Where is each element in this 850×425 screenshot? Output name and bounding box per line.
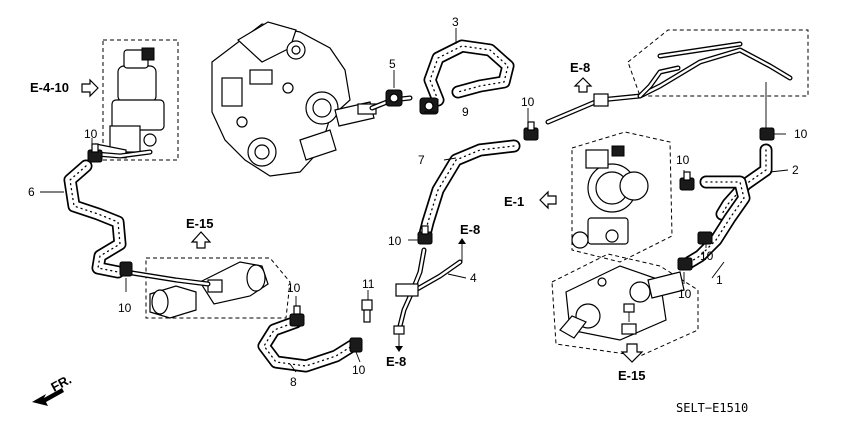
hose-clamp bbox=[119, 261, 133, 277]
hose-clamp bbox=[697, 231, 713, 245]
label-part-7: 7 bbox=[418, 153, 425, 167]
diagram-code: SELT−E1510 bbox=[676, 401, 748, 415]
clamp-5 bbox=[385, 89, 403, 107]
ref-e15-right: E-15 bbox=[618, 368, 645, 383]
ref-e4-10: E-4-10 bbox=[30, 80, 69, 95]
label-part-2: 2 bbox=[792, 163, 799, 177]
label-part-10: 10 bbox=[287, 281, 301, 295]
water-pipe-4 bbox=[395, 247, 463, 329]
label-part-6: 6 bbox=[28, 185, 35, 199]
front-arrow bbox=[32, 388, 64, 406]
outlet-pipe bbox=[123, 269, 211, 287]
arrow-down-e8-bottom bbox=[395, 336, 403, 352]
label-part-3: 3 bbox=[452, 15, 459, 29]
hose-clamp bbox=[87, 143, 103, 163]
hose-clamp bbox=[417, 225, 433, 245]
ref-e8-bottom: E-8 bbox=[386, 354, 406, 369]
label-part-10: 10 bbox=[84, 127, 98, 141]
bolt-11 bbox=[361, 299, 373, 323]
hose-clamp bbox=[679, 171, 695, 191]
hose-7 bbox=[417, 139, 521, 245]
label-part-10: 10 bbox=[388, 234, 402, 248]
arrow-up-e15-left bbox=[190, 231, 212, 249]
egr-valve-assembly bbox=[95, 39, 179, 161]
leader-lines bbox=[40, 28, 789, 373]
engine-head-assembly bbox=[211, 21, 377, 177]
clamp-9 bbox=[419, 97, 439, 115]
bypass-pipe-assembly bbox=[545, 29, 809, 128]
water-outlet-assembly bbox=[145, 257, 291, 319]
label-part-9: 9 bbox=[462, 105, 469, 119]
arrow-up-e8-mid bbox=[458, 238, 466, 262]
hose-3 bbox=[423, 39, 515, 107]
front-marker-label: FR. bbox=[48, 372, 74, 395]
hose-6 bbox=[63, 159, 127, 279]
label-part-11: 11 bbox=[362, 277, 375, 291]
label-part-10: 10 bbox=[678, 287, 692, 301]
label-part-4: 4 bbox=[470, 271, 477, 285]
label-part-10: 10 bbox=[676, 153, 690, 167]
ref-e1: E-1 bbox=[504, 194, 524, 209]
label-part-10: 10 bbox=[794, 127, 808, 141]
label-part-10: 10 bbox=[700, 249, 714, 263]
ref-e8-mid: E-8 bbox=[460, 222, 480, 237]
egr-pipe bbox=[93, 149, 153, 159]
label-part-10: 10 bbox=[521, 95, 535, 109]
hose-clamp bbox=[289, 305, 305, 327]
hose-clamp bbox=[523, 121, 539, 141]
label-part-10: 10 bbox=[118, 301, 132, 315]
hose-clamp bbox=[677, 257, 693, 271]
thermostat-housing-assembly bbox=[551, 253, 699, 357]
arrow-up-e8-top bbox=[573, 77, 593, 93]
label-part-10: 10 bbox=[352, 363, 366, 377]
arrow-left-e1 bbox=[539, 190, 557, 210]
label-part-8: 8 bbox=[290, 375, 297, 389]
throttle-body-assembly bbox=[571, 131, 673, 263]
label-part-5: 5 bbox=[389, 57, 396, 71]
label-part-1: 1 bbox=[716, 273, 723, 287]
hose-clamp bbox=[759, 127, 775, 141]
hose-clamp bbox=[349, 337, 363, 353]
ref-e15-left: E-15 bbox=[186, 216, 213, 231]
arrow-left-e4-10 bbox=[81, 78, 99, 98]
hose-8 bbox=[257, 315, 359, 373]
bolt bbox=[623, 303, 635, 322]
hose-1 bbox=[683, 175, 751, 269]
arrow-down-e15-right bbox=[620, 343, 644, 363]
ref-e8-top: E-8 bbox=[570, 60, 590, 75]
